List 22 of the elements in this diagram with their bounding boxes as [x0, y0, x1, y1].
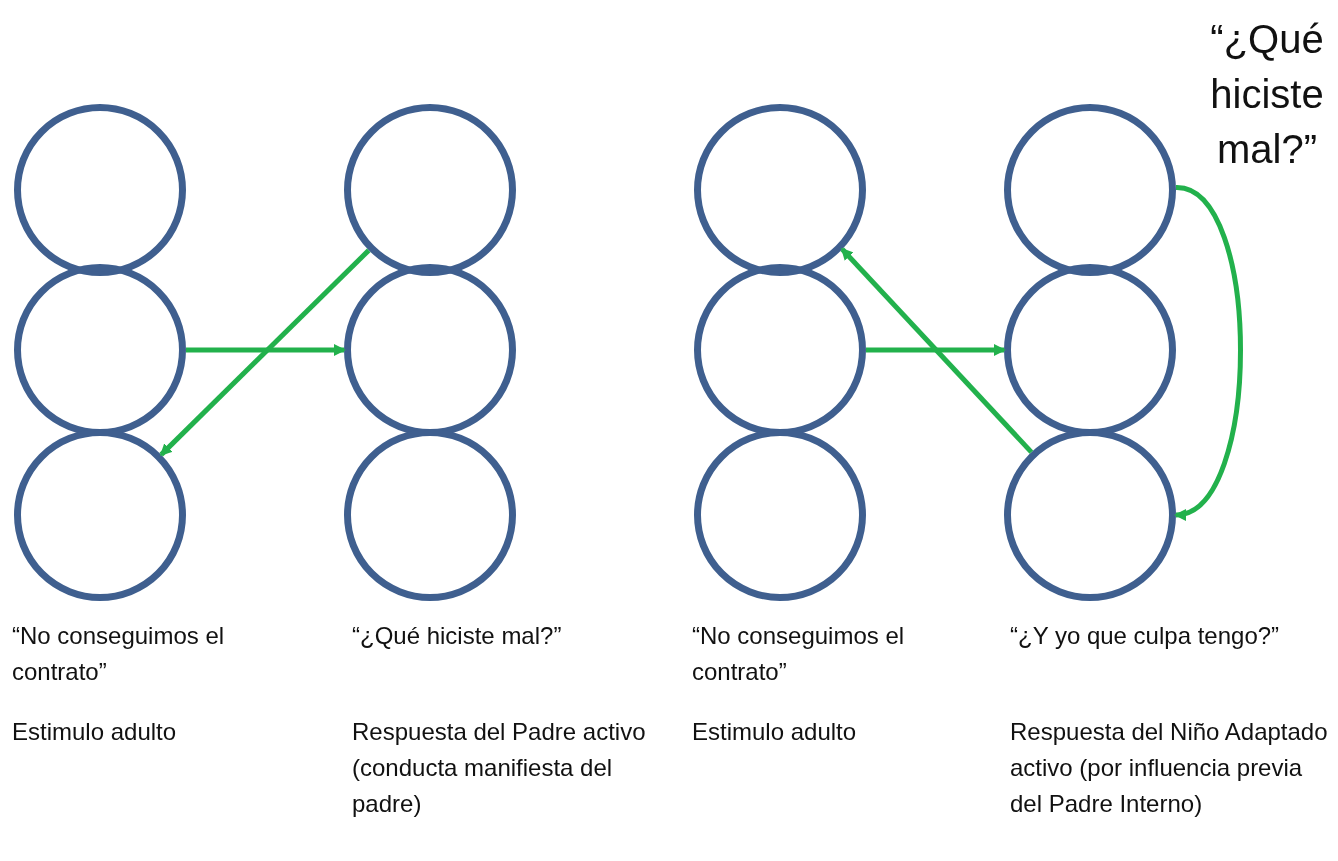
- quote-text: “¿Qué hiciste mal?”: [352, 621, 563, 651]
- caption-text: Estimulo adulto: [692, 717, 858, 747]
- caption-text: Estimulo adulto: [12, 717, 178, 747]
- quote-text: “No conseguimos el contrato”: [692, 621, 906, 687]
- caption-text: Respuesta del Niño Adaptado activo (por influencia previa del Padre Interno): [1010, 717, 1329, 819]
- circle: [694, 429, 866, 601]
- circle: [1004, 104, 1176, 276]
- arrow: [1174, 185, 1243, 518]
- circle: [344, 104, 516, 276]
- circle: [14, 104, 186, 276]
- circle: [1004, 429, 1176, 601]
- quote-text: “¿Y yo que culpa tengo?”: [1010, 621, 1281, 651]
- circle: [694, 104, 866, 276]
- arrow: [840, 247, 1034, 454]
- speech-text: “¿Qué hiciste mal?”: [1209, 16, 1325, 173]
- circle: [14, 429, 186, 601]
- arrow: [159, 248, 371, 457]
- arrow: [866, 344, 1006, 356]
- quote-text: “No conseguimos el contrato”: [12, 621, 226, 687]
- caption-text: Respuesta del Padre activo (conducta manifiesta del padre): [352, 717, 647, 819]
- circle: [344, 429, 516, 601]
- arrow: [186, 344, 346, 356]
